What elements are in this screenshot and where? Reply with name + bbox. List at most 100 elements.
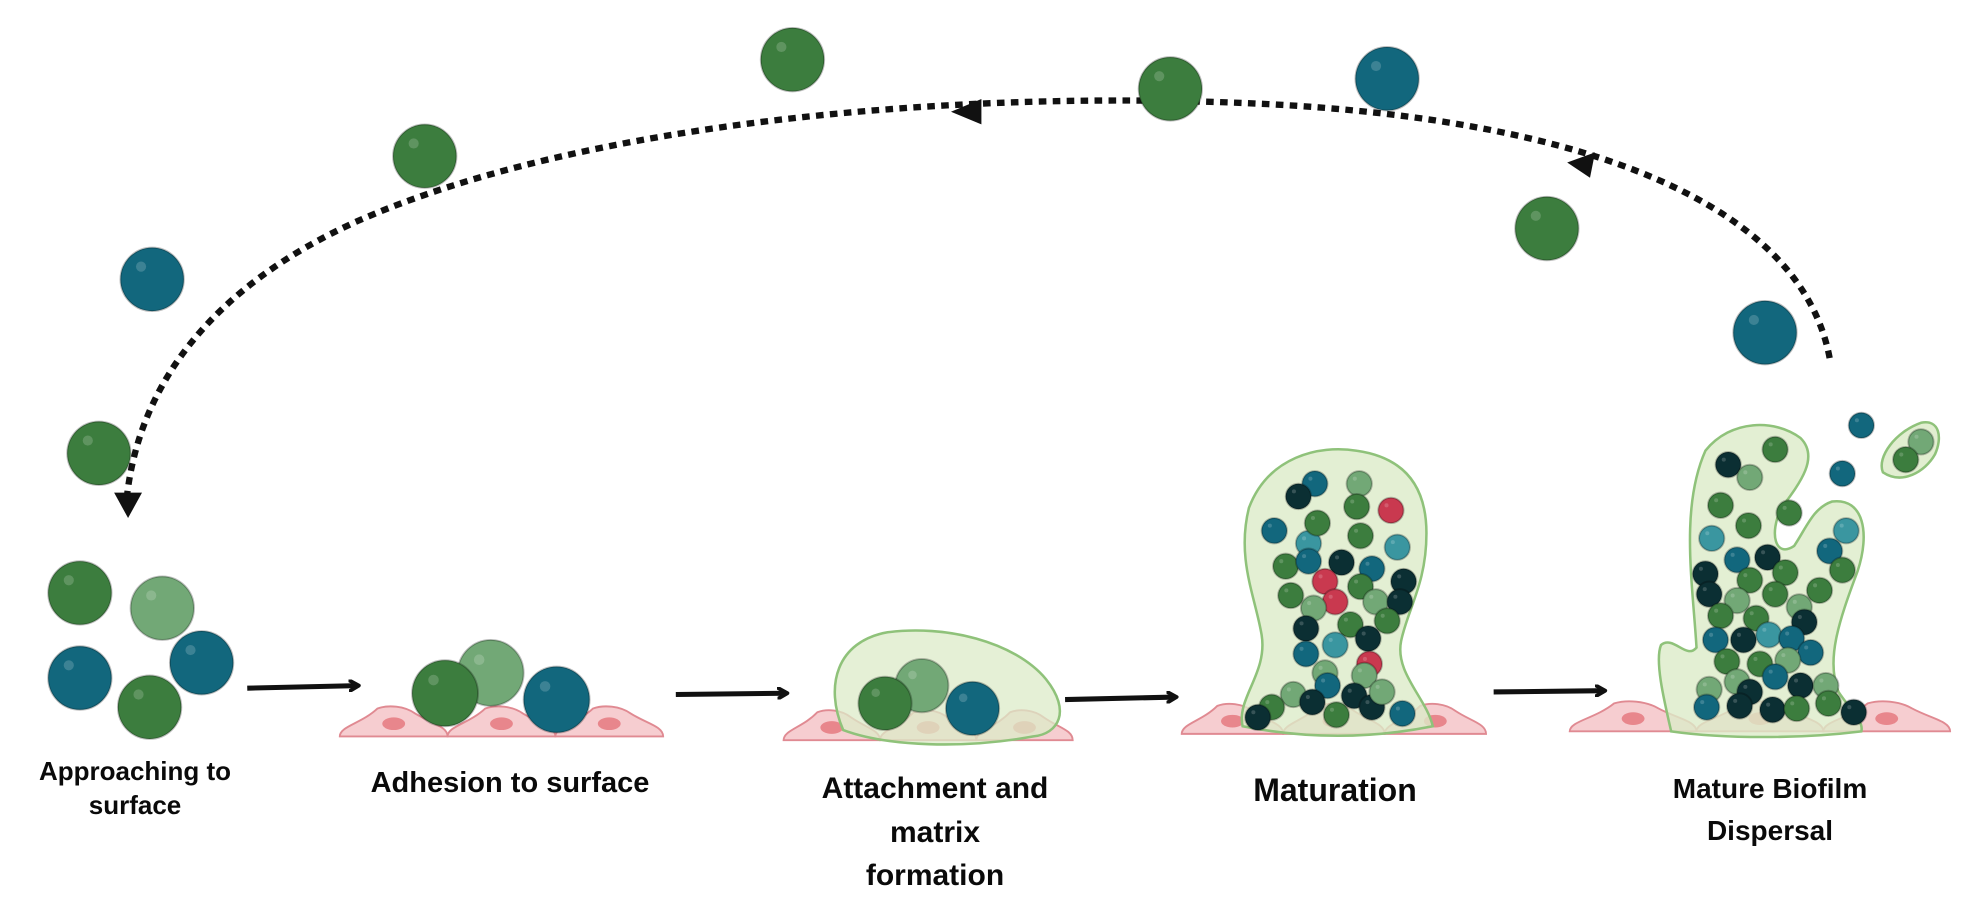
bacterium: [857, 675, 913, 732]
bacterium: [1847, 411, 1875, 439]
bacterium-highlight: [1762, 627, 1767, 632]
bacterium: [1298, 688, 1326, 716]
cycle-arrowhead-left: [114, 492, 143, 519]
bacterium: [1292, 640, 1320, 668]
bacterium: [1388, 699, 1416, 728]
bacterium-highlight: [1321, 678, 1326, 683]
bacterium-highlight: [539, 681, 551, 692]
bacterium-highlight: [1819, 678, 1824, 683]
bacterium: [1244, 703, 1272, 732]
bacterium: [1336, 611, 1364, 639]
bacterium-highlight: [1284, 588, 1289, 593]
bacterium: [1723, 546, 1751, 574]
bacterium-highlight: [1768, 442, 1773, 447]
bacterium-highlight: [1530, 210, 1541, 221]
stage-label-approaching: Approaching to surface: [0, 755, 270, 823]
bacterium-highlight: [1299, 621, 1304, 626]
bacterium: [1343, 492, 1371, 521]
bacterium-highlight: [146, 590, 157, 601]
bacterium-highlight: [1813, 583, 1818, 588]
bacterium: [1840, 698, 1868, 726]
bacterium-highlight: [1318, 665, 1323, 670]
bacterium-highlight: [1914, 434, 1919, 439]
bacterium-highlight: [1794, 678, 1799, 683]
bacterium-highlight: [1748, 314, 1759, 326]
bacterium-highlight: [1778, 565, 1783, 570]
bacterium: [1277, 581, 1305, 610]
bacterium-highlight: [1362, 656, 1367, 661]
bacterium-highlight: [871, 688, 880, 697]
bacterium-highlight: [1790, 701, 1795, 706]
bacterium-highlight: [1328, 637, 1333, 642]
bacterium-highlight: [776, 41, 787, 53]
bacterium-highlight: [1743, 470, 1748, 475]
stage-label-line: Approaching to: [38, 756, 232, 786]
host-cell-nucleus: [1221, 714, 1244, 728]
bacterium-highlight: [1835, 562, 1840, 568]
bacterium-highlight: [1251, 710, 1256, 715]
bacterium-highlight: [1714, 608, 1719, 613]
bacterium-highlight: [1329, 707, 1335, 712]
stage-label-line: matrix: [889, 815, 981, 849]
bacterium-highlight: [408, 138, 419, 149]
bacterium-highlight: [958, 693, 968, 703]
bacterium-highlight: [1854, 418, 1859, 423]
bacterium: [1706, 602, 1735, 630]
bacterium-highlight: [1899, 452, 1904, 457]
bacterium: [1761, 663, 1789, 691]
bacterium-highlight: [1154, 71, 1165, 82]
bacterium-highlight: [1743, 684, 1748, 689]
bacterium-highlight: [1328, 594, 1333, 599]
bacterium-highlight: [1265, 700, 1270, 705]
bacterium: [1805, 576, 1834, 605]
bacterium: [1828, 556, 1856, 584]
bacterium-highlight: [1375, 684, 1380, 689]
bacterium: [47, 645, 113, 711]
bacterium: [1368, 678, 1396, 706]
bacterium-highlight: [1781, 653, 1786, 658]
bacterium-highlight: [63, 660, 74, 671]
bacterium: [1701, 626, 1730, 654]
bacterium-highlight: [1749, 611, 1754, 616]
bacterium-highlight: [82, 435, 93, 446]
host-cell-nucleus: [820, 721, 844, 734]
bacterium-highlight: [1742, 518, 1747, 523]
bacterium: [1814, 689, 1843, 718]
bacterium: [1761, 580, 1789, 608]
bacterium-highlight: [1766, 702, 1771, 707]
bacterium: [47, 560, 113, 626]
bacterium: [1729, 626, 1758, 654]
bacterium-highlight: [1305, 695, 1310, 700]
bacterium-highlight: [1390, 540, 1395, 545]
bacterium: [1386, 588, 1414, 616]
bacterium: [168, 630, 235, 696]
bacterium: [1272, 552, 1300, 580]
flow-arrow-2: [675, 693, 786, 694]
bacterium-highlight: [1785, 631, 1790, 636]
bacterium-highlight: [1721, 457, 1726, 462]
bacterium-highlight: [1369, 594, 1374, 599]
dispersed-bacterium: [1732, 299, 1798, 366]
bacterium-highlight: [1279, 559, 1284, 564]
cycle-arrowhead-right: [1567, 152, 1596, 178]
bacterium-highlight: [1720, 654, 1725, 659]
dispersed-bacterium: [1514, 195, 1580, 262]
bacterium-highlight: [1302, 554, 1307, 559]
bacterium: [1260, 517, 1288, 545]
stage-label-line: Adhesion to surface: [370, 767, 650, 799]
bacterium: [1693, 693, 1721, 721]
bacterium: [1327, 548, 1356, 577]
bacterium: [1383, 533, 1411, 561]
bacterium: [1775, 499, 1803, 527]
bacterium-highlight: [1730, 593, 1735, 598]
bacterium-highlight: [1286, 687, 1291, 692]
bacterium-highlight: [1782, 505, 1787, 510]
dispersed-bacterium: [759, 26, 826, 93]
bacterium-highlight: [1307, 601, 1312, 606]
stage-label-line: Mature Biofilm: [1672, 773, 1868, 804]
bacterium: [1892, 445, 1920, 474]
bacterium: [1313, 671, 1342, 700]
bacterium: [1816, 537, 1844, 565]
cycle-arrow-path: [123, 97, 1833, 499]
